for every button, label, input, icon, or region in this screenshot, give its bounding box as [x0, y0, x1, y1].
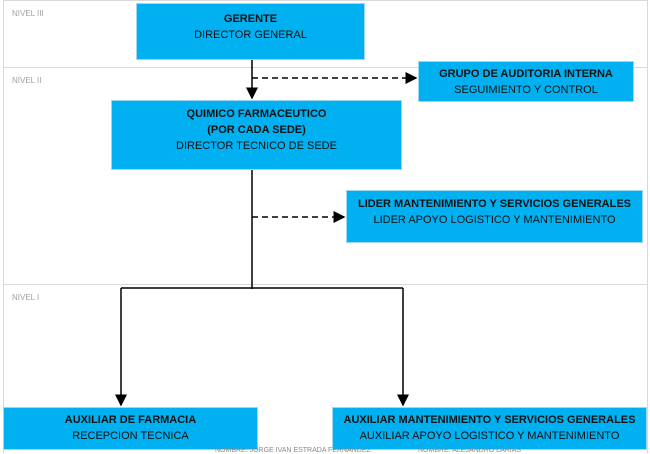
box-subtitle: LIDER APOYO LOGISTICO Y MANTENIMIENTO [373, 214, 616, 226]
level-label: NIVEL III [12, 9, 44, 18]
box-title-2: (POR CADA SEDE) [207, 124, 306, 136]
level-label: NIVEL II [12, 76, 42, 85]
box-subtitle: SEGUIMIENTO Y CONTROL [454, 84, 598, 96]
box-title: GRUPO DE AUDITORIA INTERNA [439, 68, 613, 80]
box-title: AUXILIAR DE FARMACIA [64, 414, 197, 426]
footer-name: NOMBRE: JORGE IVAN ESTRADA FERNANDEZ [215, 447, 371, 454]
box-subtitle: DIRECTOR TECNICO DE SEDE [176, 140, 337, 152]
box-quimico: QUIMICO FARMACEUTICO (POR CADA SEDE) DIREC… [111, 100, 402, 170]
box-gerente: GERENTE DIRECTOR GENERAL [136, 3, 365, 60]
box-lider: LIDER MANTENIMIENTO Y SERVICIOS GENERALE… [346, 190, 643, 243]
level-band-2: NIVEL II [3, 67, 648, 284]
box-title: AUXILIAR MANTENIMIENTO Y SERVICIOS GENER… [343, 414, 636, 426]
box-title: GERENTE [223, 13, 278, 25]
level-band-1: NIVEL I [3, 284, 648, 453]
box-auditoria: GRUPO DE AUDITORIA INTERNA SEGUIMIENTO Y … [418, 61, 634, 102]
level-label: NIVEL I [12, 293, 40, 302]
box-subtitle: RECEPCION TECNICA [72, 430, 189, 442]
footer-name: NOMBRE: ALEJANDRO LARIAS [418, 447, 522, 454]
box-subtitle: DIRECTOR GENERAL [194, 29, 307, 41]
box-title: QUIMICO FARMACEUTICO [186, 108, 327, 120]
box-title: LIDER MANTENIMIENTO Y SERVICIOS GENERALE… [357, 198, 631, 210]
box-aux-mant: AUXILIAR MANTENIMIENTO Y SERVICIOS GENER… [332, 407, 647, 450]
level-band-3: NIVEL III [3, 0, 648, 67]
box-aux-farmacia: AUXILIAR DE FARMACIA RECEPCION TECNICA [3, 407, 258, 450]
box-subtitle: AUXILIAR APOYO LOGISTICO Y MANTENIMIENTO [359, 430, 620, 442]
